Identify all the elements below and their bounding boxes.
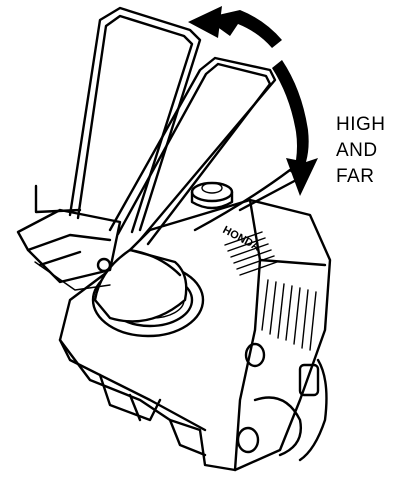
side-vents — [261, 279, 317, 351]
top-vents — [224, 231, 278, 276]
rotation-callout: HIGH AND FAR — [336, 112, 396, 190]
fuel-cap — [190, 181, 234, 210]
callout-line-1: HIGH — [336, 114, 386, 135]
callout-line-3: FAR — [336, 166, 375, 187]
callout-line-2: AND — [336, 140, 378, 161]
discharge-chute — [16, 208, 188, 323]
curved-arrow-icon — [188, 6, 318, 196]
chute-handle — [34, 6, 302, 246]
